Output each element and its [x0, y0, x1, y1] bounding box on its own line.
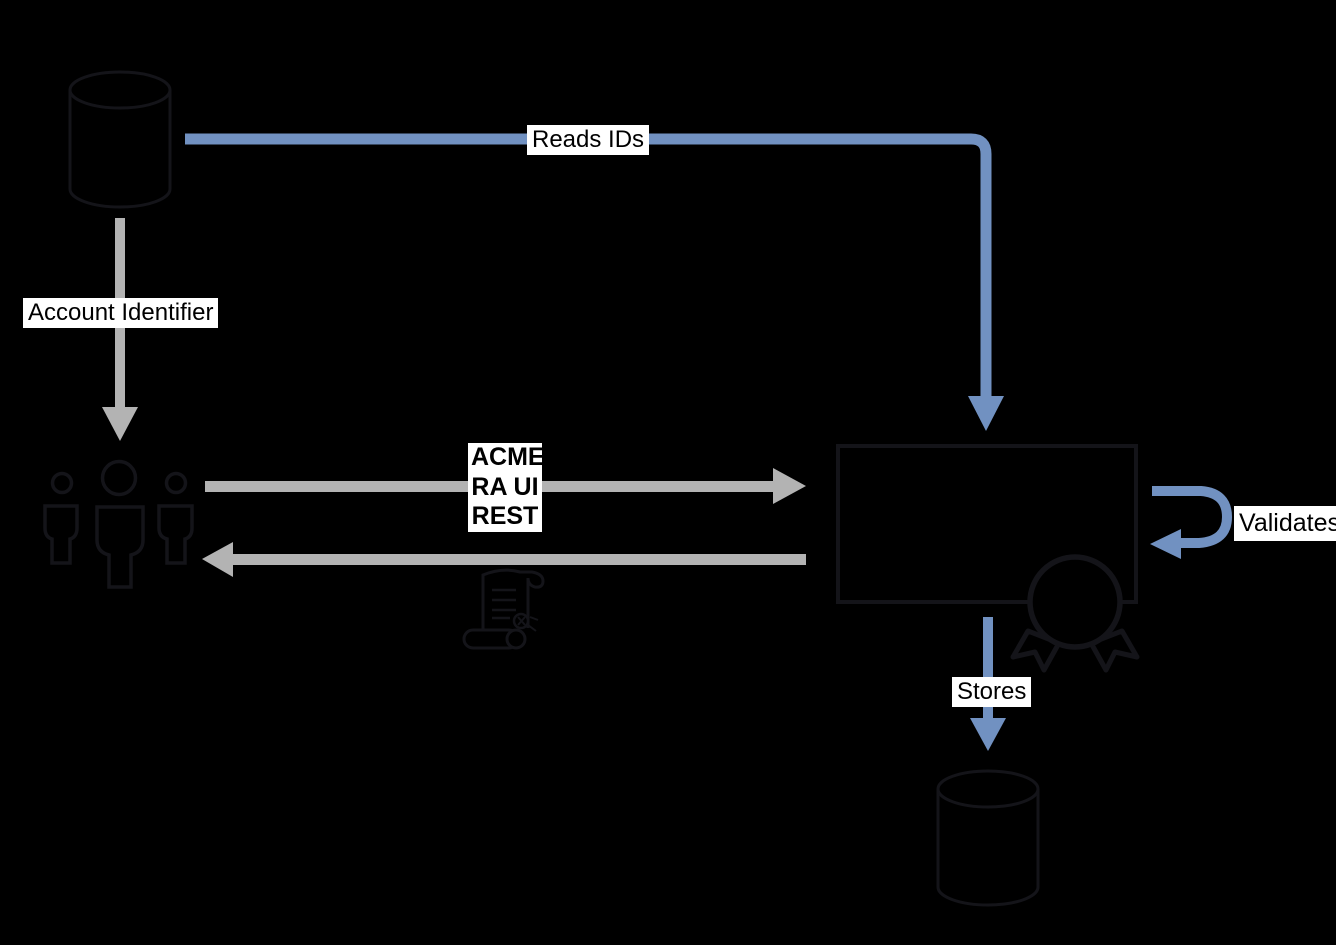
acme-label-line1: ACME	[471, 443, 545, 471]
response-arrow	[202, 542, 806, 577]
acme-label-line3: REST	[471, 502, 539, 530]
acme-ra-ui-rest-label: ACME RA UI REST	[468, 443, 545, 532]
stores-database-cylinder-icon	[936, 769, 1040, 907]
stores-arrow	[970, 617, 1006, 751]
certificate-rosette-icon	[1010, 554, 1140, 673]
validates-label: Validates	[1234, 506, 1336, 541]
account-identifier-arrow	[102, 218, 138, 441]
certificate-scroll-icon	[462, 568, 545, 650]
reads-ids-label: Reads IDs	[527, 125, 650, 155]
reads-ids-arrow	[185, 133, 1004, 431]
acme-label-line2: RA UI	[471, 472, 539, 501]
account-identifier-label: Account Identifier	[23, 298, 219, 328]
stores-label: Stores	[952, 677, 1032, 707]
users-icon	[43, 459, 194, 589]
validates-loop-arrow	[1150, 486, 1233, 559]
source-database-cylinder-icon	[68, 70, 172, 209]
